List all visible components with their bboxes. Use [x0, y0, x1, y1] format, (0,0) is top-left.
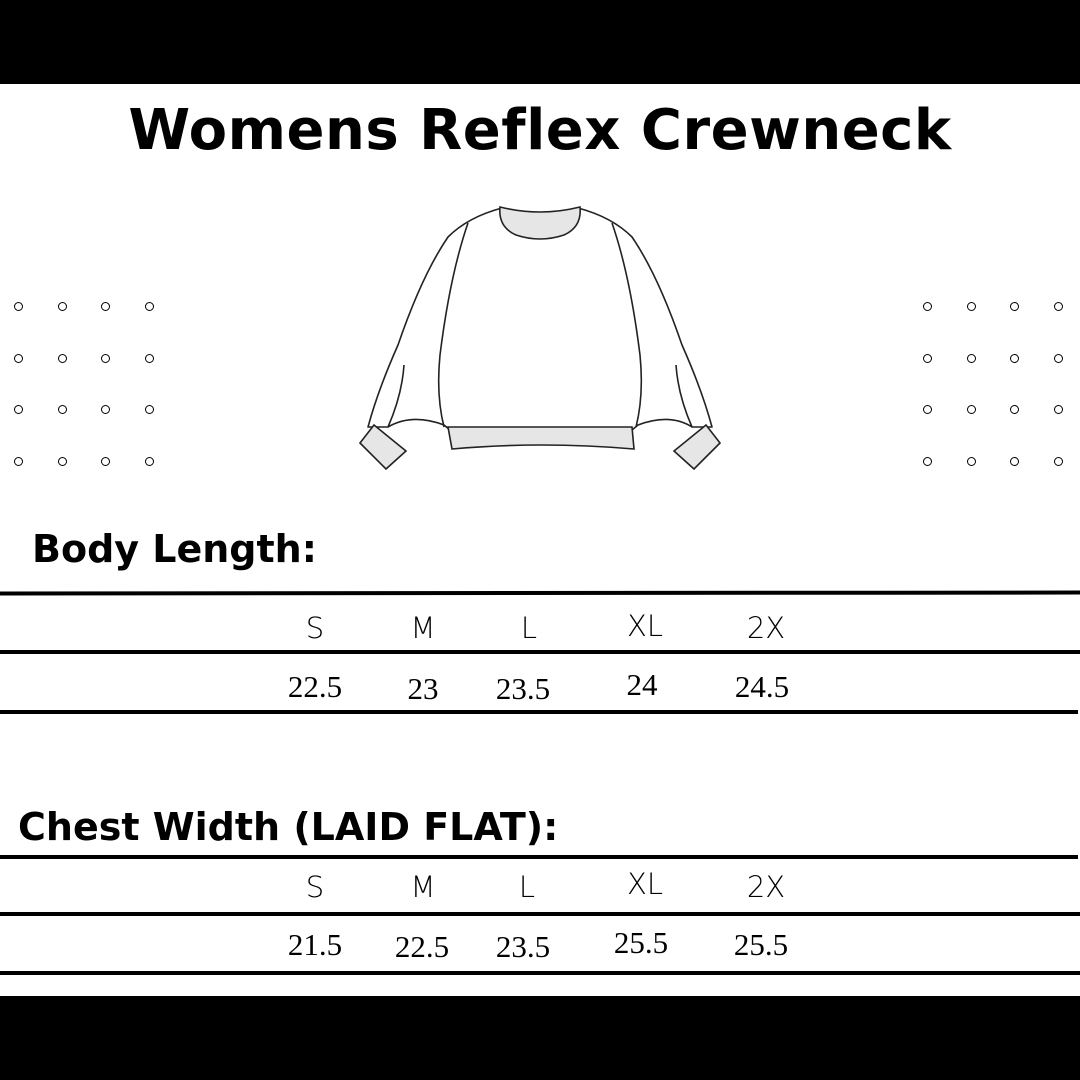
right-dot-grid: [923, 302, 1073, 472]
decorative-dot: [1010, 405, 1019, 414]
decorative-dot: [1010, 353, 1019, 363]
top-bar: [0, 0, 1080, 84]
body-length-size-m: M: [410, 611, 436, 645]
decorative-dot: [966, 353, 976, 363]
decorative-dot: [57, 302, 67, 311]
body-length-value-xl: 24: [626, 667, 658, 702]
sweater-collar: [499, 205, 581, 240]
decorative-dot: [966, 302, 976, 311]
decorative-dot: [923, 353, 932, 363]
crewneck-sweatshirt-illustration: [358, 205, 722, 471]
decorative-dot: [101, 302, 110, 311]
decorative-dot: [1053, 353, 1063, 363]
left-dot-grid: [14, 302, 164, 472]
sweater-sleeve-line-right: [675, 364, 693, 428]
page-title: Womens Reflex Crewneck: [128, 98, 952, 163]
body-length-value-s: 22.5: [287, 669, 343, 704]
decorative-dot: [1010, 302, 1019, 311]
body-length-size-2x: 2X: [746, 611, 786, 645]
chest-width-value-xl: 25.5: [613, 925, 669, 960]
chest-width-value-s: 21.5: [287, 927, 343, 962]
sweater-body-outline: [367, 207, 713, 431]
decorative-dot: [144, 353, 154, 363]
body-length-size-s: S: [305, 611, 325, 645]
chest-width-value-2x: 25.5: [733, 927, 789, 962]
body-length-size-xl: XL: [626, 609, 664, 643]
body-length-value-l: 23.5: [495, 671, 551, 706]
decorative-dot: [57, 405, 67, 414]
decorative-dot: [57, 353, 67, 363]
decorative-dot: [1053, 456, 1063, 466]
body-length-size-l: L: [520, 611, 538, 645]
decorative-dot: [101, 353, 110, 363]
chest-width-size-m: M: [410, 870, 436, 904]
decorative-dot: [57, 456, 67, 466]
sweater-cuff-left: [358, 423, 408, 471]
chest-width-value-m: 22.5: [394, 929, 450, 964]
decorative-dot: [14, 302, 23, 311]
chest-width-size-2x: 2X: [746, 870, 786, 904]
decorative-dot: [101, 405, 110, 414]
decorative-dot: [101, 456, 110, 466]
chest-width-rule-middle: [0, 912, 1080, 916]
sweater-waistband: [447, 426, 635, 450]
chest-width-size-xl: XL: [626, 867, 664, 901]
sweater-raglan-seam-left: [437, 222, 469, 428]
decorative-dot: [14, 353, 23, 363]
decorative-dot: [14, 405, 23, 414]
chest-width-value-l: 23.5: [495, 929, 551, 964]
decorative-dot: [1053, 302, 1063, 311]
body-length-value-m: 23: [407, 671, 439, 706]
decorative-dot: [1010, 456, 1019, 466]
decorative-dot: [144, 302, 154, 311]
chest-width-size-s: S: [305, 870, 325, 904]
sweater-raglan-seam-right: [611, 222, 643, 428]
decorative-dot: [966, 405, 976, 414]
decorative-dot: [1053, 405, 1063, 414]
chest-width-rule-top: [0, 855, 1078, 859]
decorative-dot: [923, 405, 932, 414]
chest-width-rule-bottom: [0, 971, 1080, 975]
decorative-dot: [144, 405, 154, 414]
body-length-value-2x: 24.5: [734, 669, 790, 704]
chest-width-size-l: L: [518, 870, 536, 904]
bottom-bar: [0, 996, 1080, 1080]
decorative-dot: [966, 456, 976, 466]
sweater-cuff-right: [672, 423, 722, 471]
chest-width-heading: Chest Width (LAID FLAT):: [18, 805, 559, 849]
decorative-dot: [14, 456, 23, 466]
decorative-dot: [144, 456, 154, 466]
sweater-sleeve-line-left: [387, 364, 405, 428]
body-length-rule-bottom: [0, 710, 1078, 714]
decorative-dot: [923, 302, 932, 311]
decorative-dot: [923, 456, 932, 466]
body-length-rule-top: [0, 590, 1080, 595]
body-length-rule-middle: [0, 650, 1080, 654]
body-length-heading: Body Length:: [32, 527, 317, 571]
